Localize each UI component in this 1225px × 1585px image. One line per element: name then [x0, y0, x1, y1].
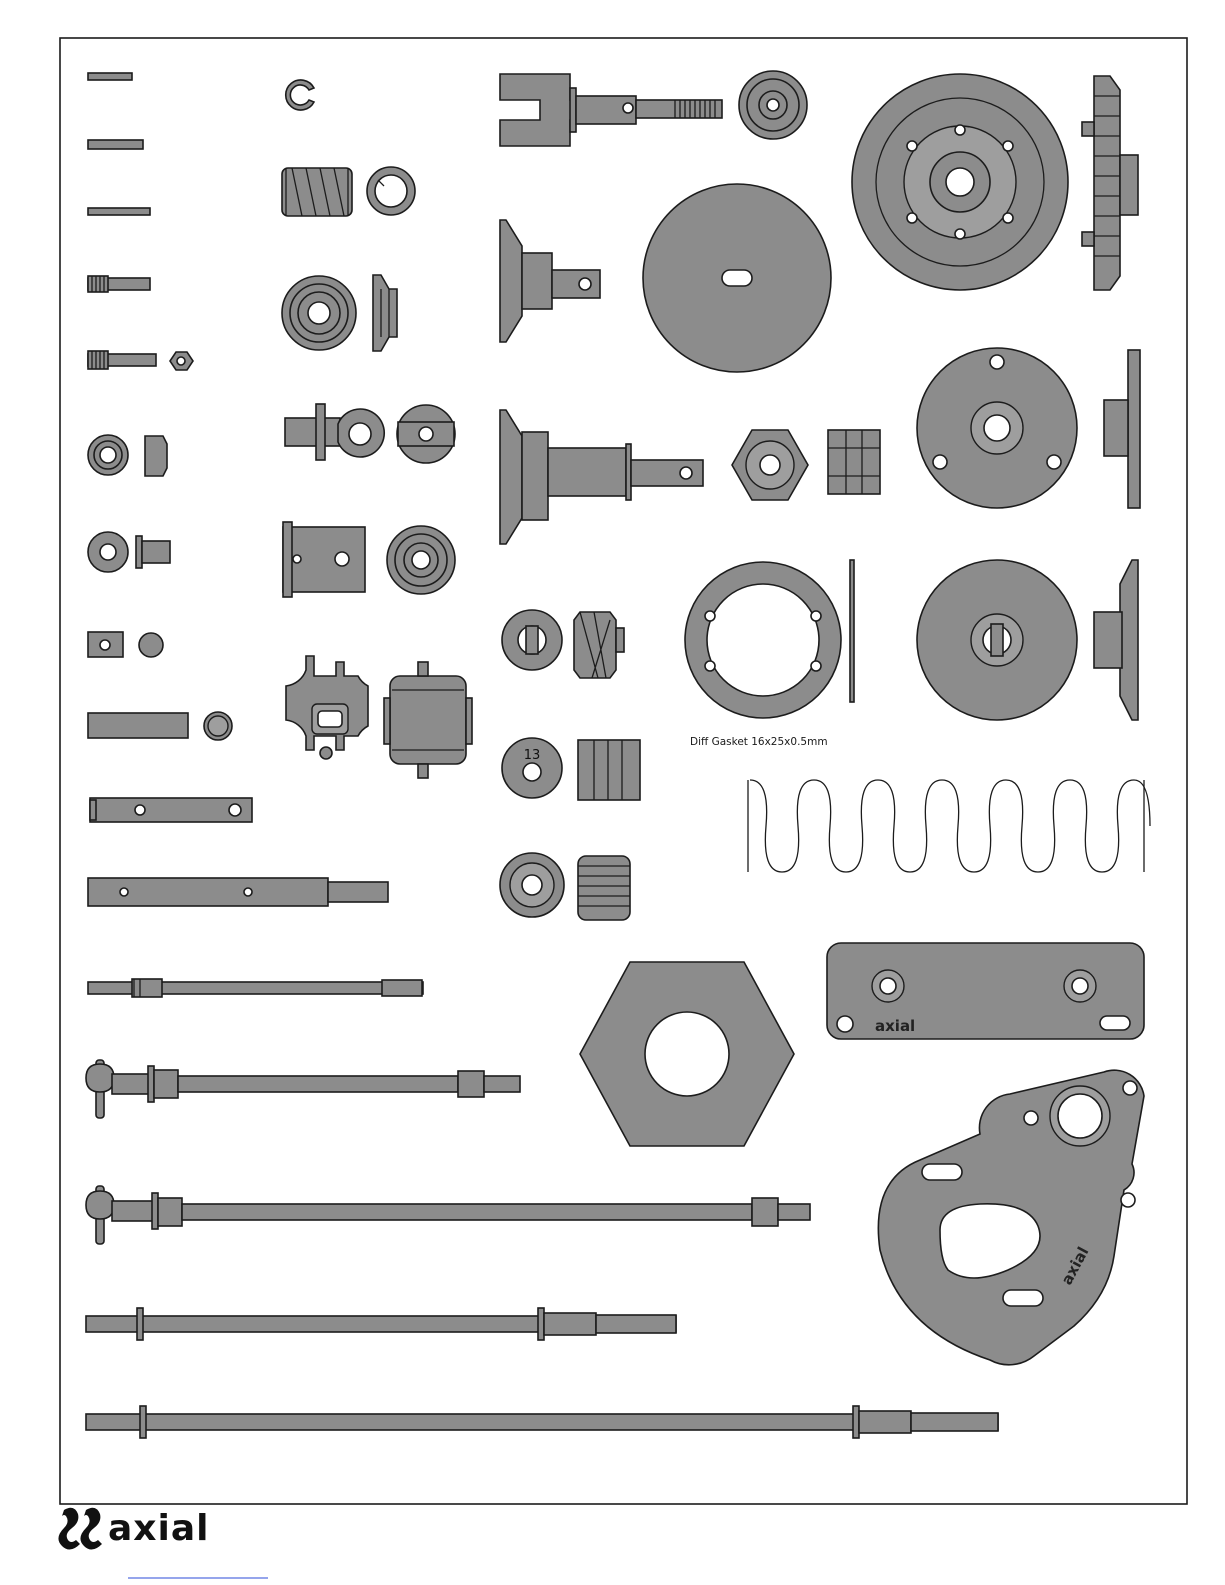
gear-tooth-count: 13 — [524, 748, 541, 763]
shock-spring-long — [748, 780, 1150, 872]
slipper-hex-pad — [580, 962, 794, 1146]
lock-washer — [367, 167, 415, 215]
threaded-pin-with-nut — [88, 351, 193, 370]
shafts-long — [86, 979, 998, 1438]
spacer-square — [88, 632, 163, 657]
column-diff: Diff Gasket 16x25x0.5mm — [643, 184, 1150, 872]
pinion-bevel-small — [502, 610, 624, 678]
bushing-flanged — [88, 435, 167, 476]
spider-gear-carrier — [286, 656, 472, 778]
brand-wordmark: axial — [108, 1508, 210, 1549]
spur-gear-13t: 13 — [502, 738, 640, 800]
pinion-gear-spur — [500, 853, 630, 920]
column-small-hardware — [282, 80, 472, 778]
yoke-with-ball — [285, 404, 455, 463]
cv-axle-rear — [86, 1060, 520, 1118]
spring-short — [282, 168, 352, 216]
pin-medium — [88, 140, 143, 149]
outdrive-cup — [283, 522, 455, 597]
outdrive-disc-long — [500, 410, 703, 544]
motor-plate: axial — [878, 1070, 1144, 1365]
spacer-tube — [88, 712, 232, 740]
brand-footer: axial — [58, 1508, 209, 1550]
pin-short — [88, 73, 132, 80]
bearing-flanged — [739, 71, 807, 139]
drive-pin-holed — [90, 798, 252, 822]
diff-outdrive-disc — [917, 560, 1138, 720]
pin-long — [88, 208, 150, 215]
axle-shaft-long — [86, 1406, 998, 1438]
bushing-small — [88, 532, 170, 572]
ring-gear-bevel — [852, 74, 1138, 290]
outdrive-disc-short — [500, 220, 600, 342]
mount-plate: axial — [827, 943, 1144, 1039]
diff-gasket-label: Diff Gasket 16x25x0.5mm — [690, 736, 828, 748]
e-clip — [286, 80, 314, 110]
threaded-pin-short — [88, 276, 150, 292]
outdrive-slotted — [500, 74, 722, 146]
diff-case-half — [917, 348, 1140, 508]
axle-shaft-medium — [86, 1308, 676, 1340]
axial-claw-logo-icon — [58, 1508, 102, 1550]
column-ring-gear: axial axial — [827, 74, 1144, 1365]
shaft-stepped-short — [88, 878, 388, 906]
bearing-cup — [282, 275, 397, 351]
diff-nut-hex — [732, 430, 880, 500]
shaft-slim — [88, 979, 423, 997]
plate-engraved-brand: axial — [875, 1017, 915, 1035]
cv-axle-front — [86, 1186, 810, 1244]
diff-gasket — [685, 560, 854, 718]
